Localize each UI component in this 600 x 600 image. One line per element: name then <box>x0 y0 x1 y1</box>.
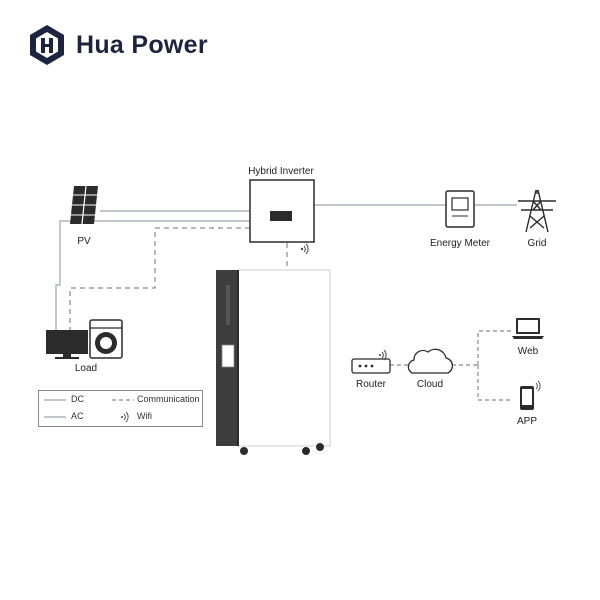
energy-meter-icon <box>445 190 475 228</box>
inverter-load-comm-line <box>69 227 250 330</box>
app-label: APP <box>516 416 538 427</box>
smartphone-icon <box>520 380 541 410</box>
branch-app-line <box>477 365 512 401</box>
load-label: Load <box>74 363 98 374</box>
web-label: Web <box>517 346 539 357</box>
grid-tower-icon <box>518 189 556 233</box>
router-label: Router <box>355 379 387 390</box>
hybrid-inverter-icon <box>249 179 315 255</box>
wifi-icon <box>300 243 309 255</box>
legend-dc-label: DC <box>71 394 84 404</box>
hybrid-inverter-label: Hybrid Inverter <box>248 166 314 177</box>
inverter-load-line <box>55 220 250 330</box>
connection-lines <box>55 204 517 401</box>
cloud-label: Cloud <box>416 379 444 390</box>
cloud-icon <box>407 348 454 374</box>
legend-wifi-label: Wifi <box>137 411 152 421</box>
solar-panel-icon <box>70 185 98 225</box>
legend-communication-label: Communication <box>137 394 200 404</box>
laptop-icon <box>512 318 544 339</box>
energy-meter-label: Energy Meter <box>429 238 491 249</box>
hua-power-hexagon-logo-icon <box>30 25 64 65</box>
legend-ac-label: AC <box>71 411 84 421</box>
tv-icon <box>46 330 88 359</box>
battery-cabinet-icon <box>216 269 331 455</box>
legend-frame <box>38 390 203 427</box>
router-icon <box>351 349 391 374</box>
branch-web-line <box>477 330 512 365</box>
brand-name: Hua Power <box>76 30 208 59</box>
washing-machine-icon <box>89 319 123 359</box>
legend: DC AC Communication Wifi <box>38 390 203 427</box>
pv-label: PV <box>77 236 91 247</box>
brand: Hua Power <box>28 24 208 66</box>
grid-label: Grid <box>527 238 547 249</box>
legend-wifi-icon <box>121 411 129 423</box>
